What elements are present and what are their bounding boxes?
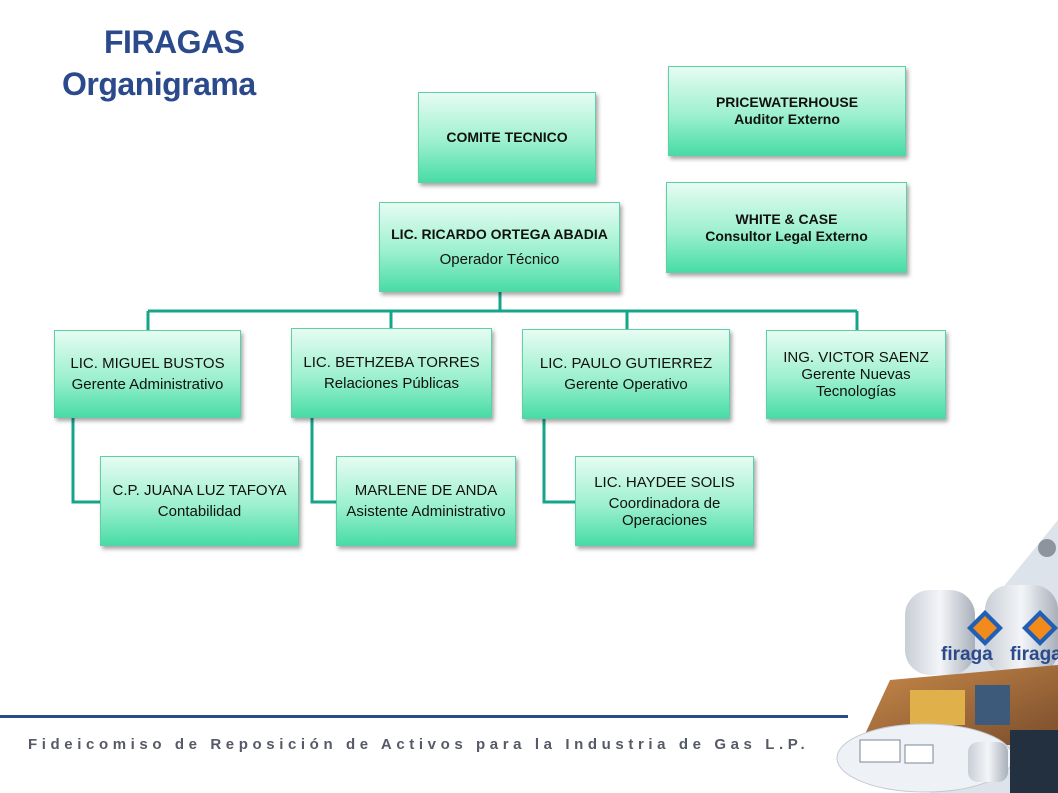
- node-name: LIC. MIGUEL BUSTOS: [70, 355, 225, 372]
- node-name: MARLENE DE ANDA: [354, 482, 498, 499]
- node-name: ING. VICTOR SAENZ: [783, 349, 929, 366]
- page-title: FIRAGAS: [104, 24, 245, 60]
- footer-text: Fideicomiso de Reposición de Activos par…: [28, 736, 810, 753]
- node-name: PRICEWATERHOUSE: [715, 94, 859, 110]
- node-role: Relaciones Públicas: [323, 375, 460, 392]
- page-subtitle: Organigrama: [62, 66, 256, 102]
- firagas-logo-right: firaga: [1010, 644, 1058, 665]
- node-role: Operador Técnico: [439, 251, 560, 268]
- node-role: Asistente Administrativo: [346, 503, 506, 520]
- node-role: Coordinadora de Operaciones: [608, 494, 721, 529]
- node-juana-luz-tafoya: C.P. JUANA LUZ TAFOYA Contabilidad: [100, 456, 299, 546]
- node-ricardo-ortega: LIC. RICARDO ORTEGA ABADIA Operador Técn…: [379, 202, 620, 292]
- node-victor-saenz: ING. VICTOR SAENZ Gerente Nuevas Tecnolo…: [766, 330, 946, 419]
- node-role: Gerente Operativo: [564, 376, 688, 393]
- node-name: LIC. RICARDO ORTEGA ABADIA: [391, 226, 608, 242]
- node-marlene-de-anda: MARLENE DE ANDA Asistente Administrativo: [336, 456, 516, 546]
- node-role: Contabilidad: [157, 503, 242, 520]
- node-name: WHITE & CASE: [735, 210, 838, 227]
- connector-bustos-tafoya: [71, 418, 100, 504]
- node-bethzeba-torres: LIC. BETHZEBA TORRES Relaciones Públicas: [291, 328, 492, 418]
- node-pricewaterhouse: PRICEWATERHOUSE Auditor Externo: [668, 66, 906, 156]
- node-name: LIC. BETHZEBA TORRES: [303, 354, 480, 371]
- node-name: LIC. HAYDEE SOLIS: [594, 473, 735, 491]
- gas-tank-left: [905, 590, 975, 675]
- node-name: C.P. JUANA LUZ TAFOYA: [112, 482, 287, 499]
- footer-divider: [0, 715, 848, 718]
- node-role: Consultor Legal Externo: [705, 227, 868, 244]
- firagas-logo-left: firaga: [941, 644, 993, 665]
- node-haydee-solis: LIC. HAYDEE SOLIS Coordinadora de Operac…: [575, 456, 754, 546]
- connector-gutierrez-solis: [542, 418, 575, 504]
- node-name: LIC. PAULO GUTIERREZ: [539, 355, 713, 372]
- node-paulo-gutierrez: LIC. PAULO GUTIERREZ Gerente Operativo: [522, 329, 730, 419]
- node-role: Gerente Administrativo: [71, 376, 224, 393]
- connector-torres-anda: [310, 418, 336, 504]
- gas-tank-right: [985, 585, 1058, 675]
- node-role: Auditor Externo: [734, 111, 840, 127]
- road-strip: [1010, 730, 1058, 793]
- node-comite-tecnico: COMITE TECNICO: [418, 92, 596, 183]
- node-name: COMITE TECNICO: [446, 129, 568, 145]
- node-role: Gerente Nuevas Tecnologías: [801, 366, 911, 400]
- node-white-case: WHITE & CASE Consultor Legal Externo: [666, 182, 907, 273]
- node-miguel-bustos: LIC. MIGUEL BUSTOS Gerente Administrativ…: [54, 330, 241, 418]
- valve-icon: [1038, 539, 1056, 557]
